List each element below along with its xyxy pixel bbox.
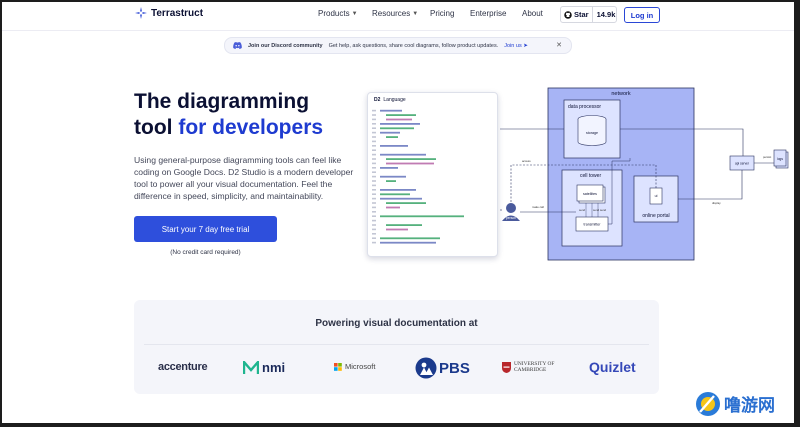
site-header (2, 2, 794, 30)
make-call-label: make call (532, 205, 544, 209)
discord-announcement-banner: Join our Discord community Get help, ask… (224, 37, 572, 54)
persist-label: persist (763, 155, 771, 159)
no-credit-card-note: (No credit card required) (170, 249, 241, 256)
terrastruct-logo-icon (135, 7, 147, 19)
svg-text:噜游网: 噜游网 (724, 395, 775, 416)
arrow-right-circle-icon: ➤ (523, 42, 528, 49)
nav-products-label: Products (318, 9, 350, 18)
nav-enterprise-label: Enterprise (470, 9, 507, 18)
powering-title: Powering visual documentation at (315, 318, 478, 329)
chevron-down-icon: ▼ (412, 10, 419, 17)
github-star-count: 14.9k (596, 10, 616, 19)
data-processor-label: data processor (568, 104, 601, 110)
nav-resources-label: Resources (372, 9, 411, 18)
edge-person-access (510, 164, 657, 202)
access-label: access (522, 159, 531, 163)
logo-pbs: PBS (415, 357, 470, 379)
nmi-logo-icon (243, 360, 259, 374)
nav-products[interactable]: Products ▼ (318, 9, 358, 18)
edge-processor-to-api (620, 128, 744, 156)
send-label-3: send (600, 208, 607, 212)
edge-portal-to-api (678, 170, 743, 200)
window-frame-bottom (0, 423, 800, 427)
d2-badge: D2 (374, 97, 381, 103)
window-frame-top (0, 0, 800, 2)
nav-resources[interactable]: Resources ▼ (372, 9, 418, 18)
powering-section: Powering visual documentation at (134, 300, 659, 394)
github-star-button[interactable]: Star 14.9k (560, 6, 617, 23)
send-label-2: send (593, 208, 600, 212)
microsoft-logo-icon (334, 362, 342, 371)
chevron-down-icon: ▼ (351, 10, 358, 17)
start-trial-button[interactable]: Start your 7 day free trial (134, 216, 277, 242)
logo-accenture: accenture (158, 361, 208, 373)
nav-pricing[interactable]: Pricing (430, 9, 454, 18)
storage-node: storage (577, 115, 607, 146)
architecture-diagram: network data processor storage cell towe… (500, 87, 789, 261)
storage-label: storage (586, 131, 598, 135)
logs-label: logs (777, 157, 783, 161)
network-label: network (611, 91, 631, 97)
nav-about[interactable]: About (522, 9, 543, 18)
cell-tower-label: cell tower (580, 173, 601, 179)
window-frame-right (794, 0, 800, 427)
github-icon (564, 10, 572, 19)
cambridge-crest-icon (502, 361, 511, 373)
close-icon[interactable]: ✕ (556, 42, 562, 49)
announcement-title: Join our Discord community (248, 42, 323, 49)
github-star: Star (561, 7, 593, 22)
logo-cambridge: UNIVERSITY OF CAMBRIDGE (502, 361, 562, 373)
logo-quizlet: Quizlet (589, 359, 636, 375)
hero-title-line1: The diagramming (134, 90, 310, 113)
pbs-logo-icon (415, 357, 437, 379)
announcement-message: Get help, ask questions, share cool diag… (328, 42, 499, 49)
person-label: person (506, 216, 516, 220)
person-node: person (502, 203, 520, 221)
nav-pricing-label: Pricing (430, 9, 455, 18)
join-discord-link[interactable]: Join us ➤ (504, 43, 528, 49)
nmi-logo-text: nmi (262, 360, 286, 375)
logo-nmi: nmi (243, 360, 285, 375)
hero-subtitle: Using general-purpose diagramming tools … (134, 155, 354, 201)
api-server-label: api server (735, 162, 750, 166)
join-discord-label: Join us (504, 42, 522, 49)
display-label: display (712, 201, 721, 205)
brand-logo[interactable]: Terrastruct (135, 7, 203, 19)
nav-about-label: About (522, 9, 543, 18)
cambridge-logo-text: UNIVERSITY OF CAMBRIDGE (514, 361, 555, 373)
hero-title-line2: tool for developers (134, 116, 323, 140)
pbs-logo-text: PBS (439, 359, 470, 377)
window-frame-left (0, 0, 2, 427)
discord-icon (233, 42, 242, 49)
nav-enterprise[interactable]: Enterprise (470, 9, 506, 18)
brand-name: Terrastruct (151, 7, 204, 19)
online-portal-label: online portal (642, 213, 669, 219)
hero-title-plain: tool (134, 116, 179, 139)
satellites-label: satellites (583, 192, 597, 196)
site-watermark: 噜游网 (696, 392, 775, 416)
code-lines-illustration (372, 109, 464, 244)
powering-divider (144, 344, 649, 345)
github-star-label: Star (574, 10, 589, 19)
send-label-1: send (579, 208, 586, 212)
ui-label: ui (655, 194, 658, 198)
code-editor-title-label: Language (383, 97, 406, 103)
microsoft-logo-text: Microsoft (345, 362, 376, 371)
header-divider (2, 30, 794, 31)
hero-title-accent: for developers (178, 116, 324, 139)
transmitter-label: transmitter (584, 223, 602, 227)
login-button[interactable]: Log in (624, 7, 660, 23)
logo-microsoft: Microsoft (334, 362, 375, 371)
